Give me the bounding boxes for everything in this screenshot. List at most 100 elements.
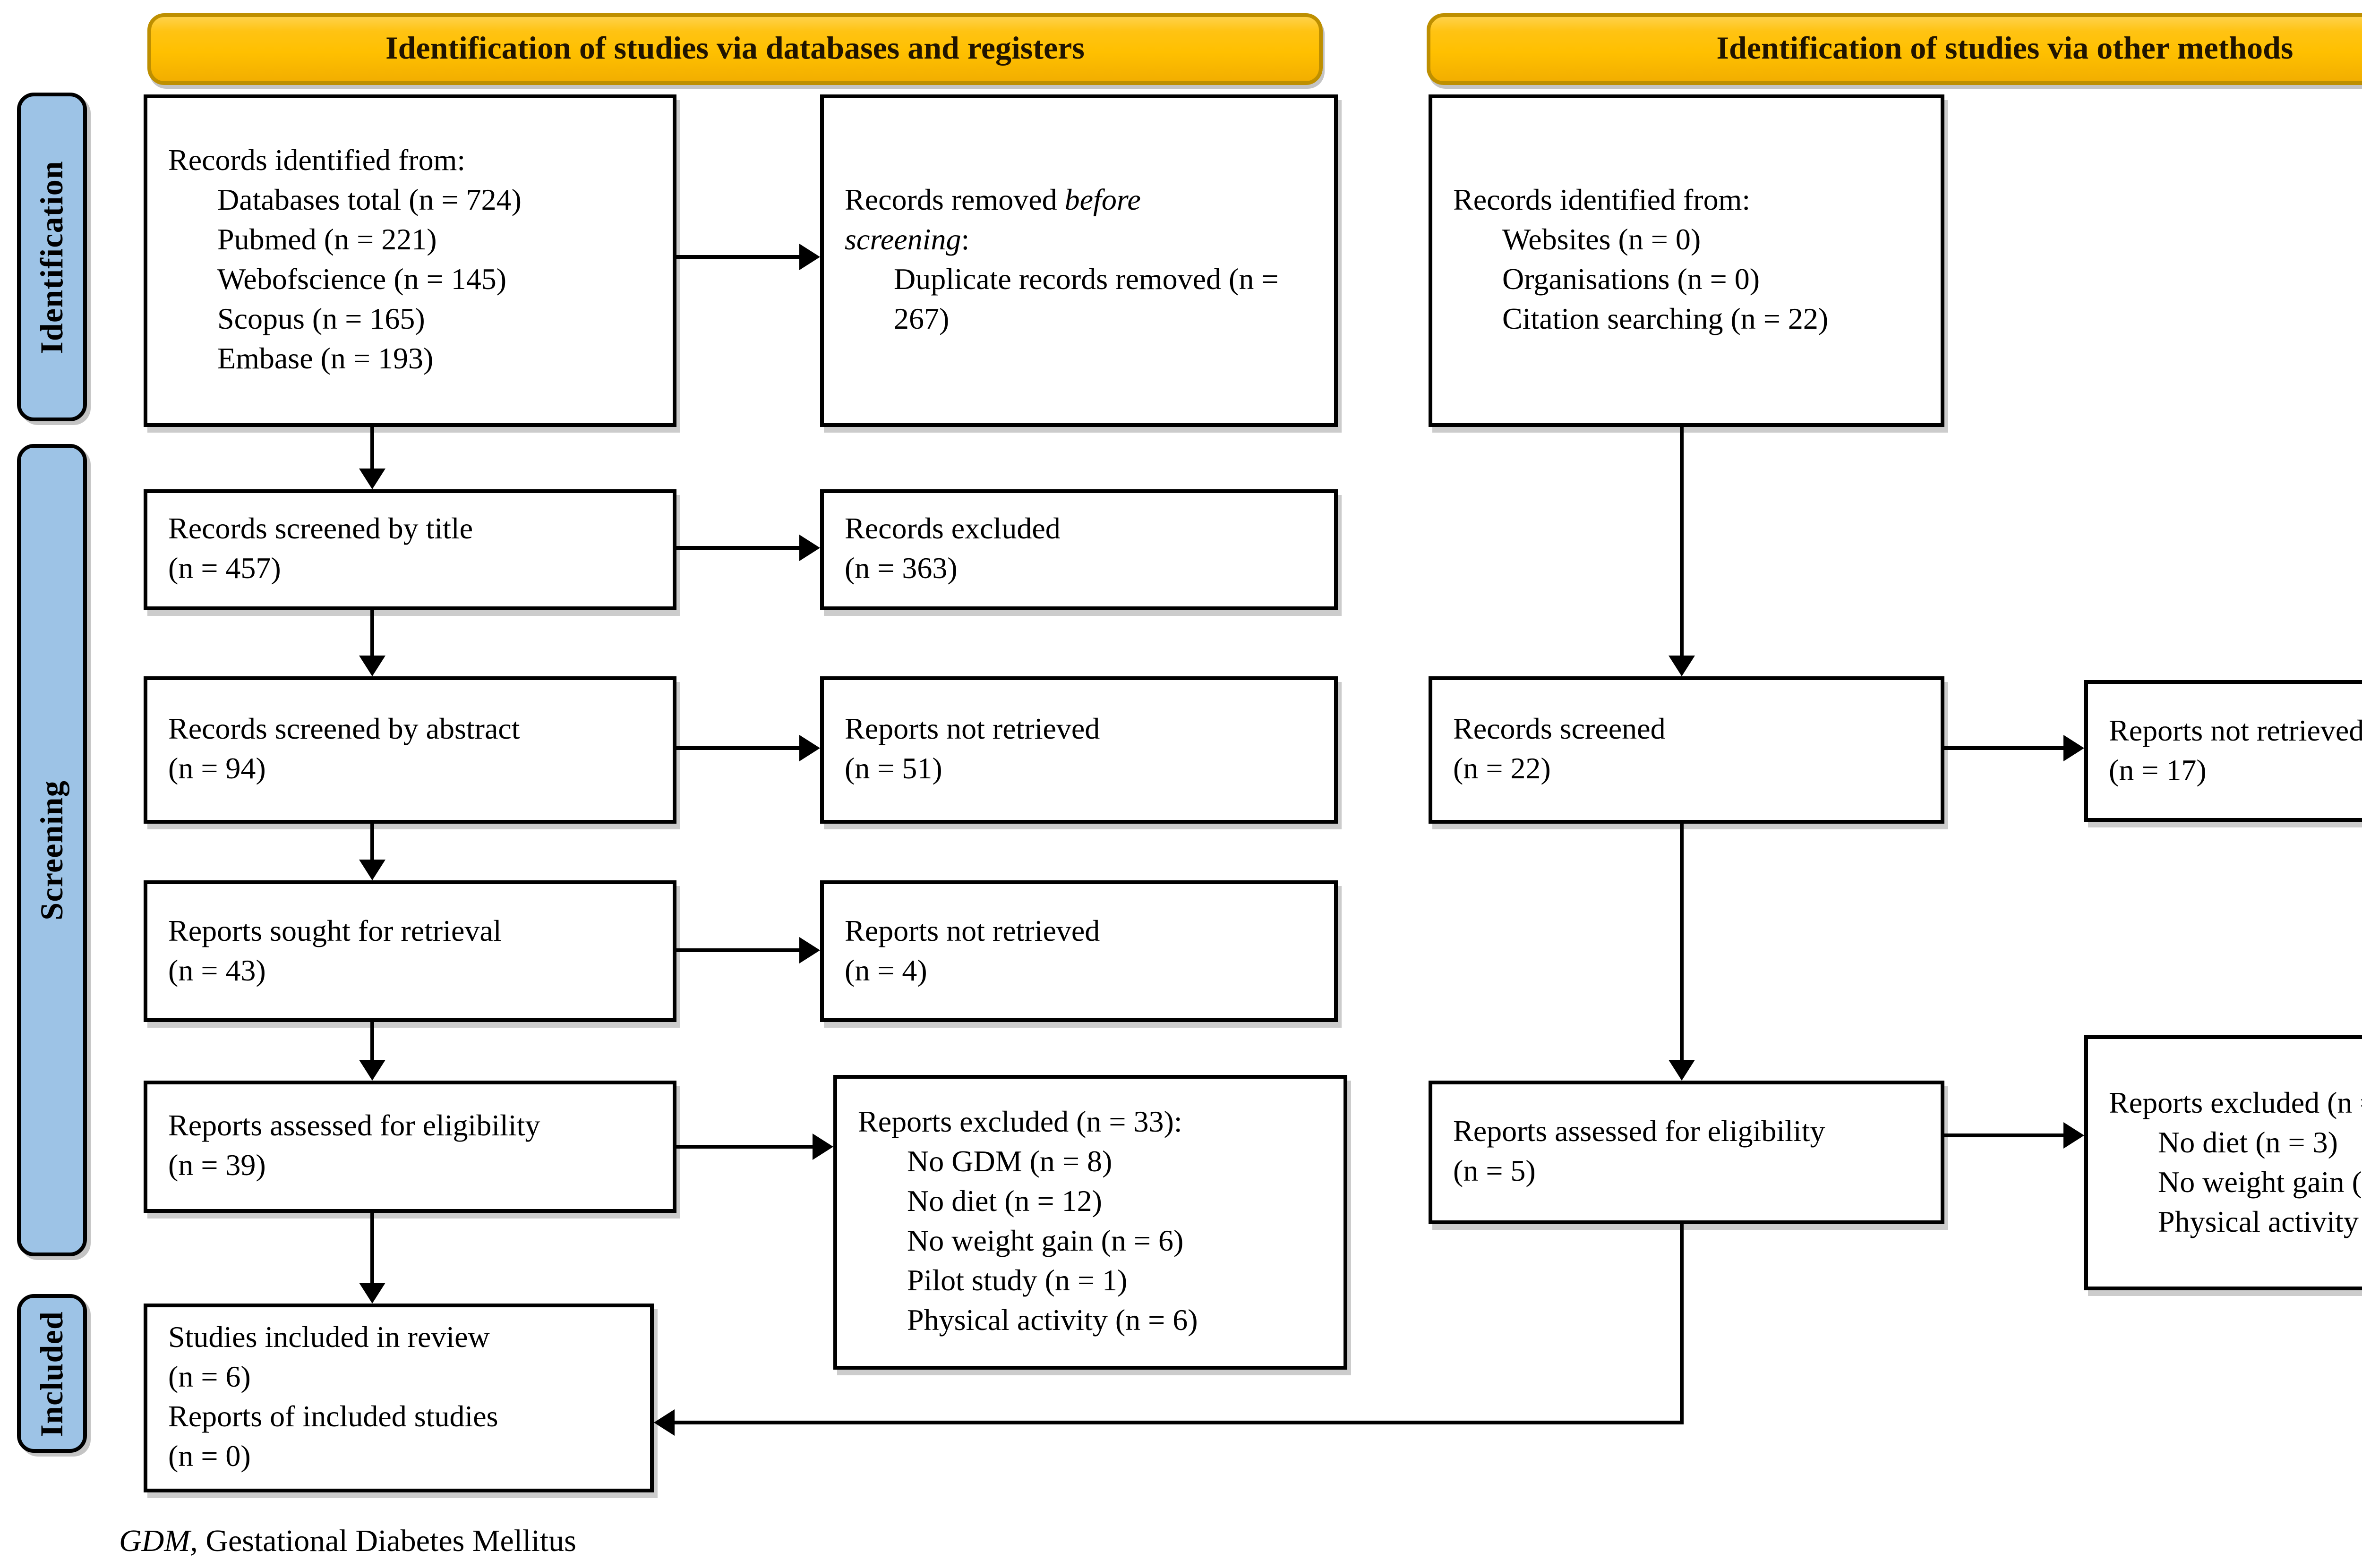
- arrowhead-identified-to-removed: [799, 244, 820, 270]
- arrowhead-title-to-excluded: [799, 535, 820, 561]
- other-screened-count: (n = 22): [1453, 754, 1551, 786]
- other-excluded-title: Reports excluded (n = 5):: [2109, 1087, 2362, 1119]
- box-not-retrieved-4: Reports not retrieved (n = 4): [820, 880, 1338, 1022]
- db-item-databases-total: Databases total (n = 724): [217, 185, 522, 217]
- not-retrieved-4-line1: Reports not retrieved: [845, 915, 1100, 947]
- excluded-33-no-diet: No diet (n = 12): [907, 1186, 1102, 1219]
- assessed-39-count: (n = 39): [168, 1150, 266, 1183]
- arrowhead-elbow-to-included: [654, 1409, 675, 1436]
- screened-abstract-count: (n = 94): [168, 754, 266, 786]
- arrowhead-assessed-to-excluded33: [813, 1133, 833, 1160]
- included-count1: (n = 6): [168, 1362, 251, 1394]
- stage-label-included: Included: [17, 1294, 87, 1453]
- sought-retrieval-count: (n = 43): [168, 955, 266, 987]
- included-count2: (n = 0): [168, 1441, 251, 1474]
- arrowhead-otherscreened-to-notretrieved17: [2063, 735, 2084, 761]
- banner-other-methods: Identification of studies via other meth…: [1427, 13, 2362, 85]
- other-excluded-no-diet: No diet (n = 3): [2158, 1127, 2338, 1159]
- footnote-abbr: GDM,: [119, 1523, 198, 1559]
- connector-assessed-to-excluded33: [676, 1145, 813, 1149]
- connector-abstract-to-sought: [370, 824, 374, 860]
- banner-databases-registers: Identification of studies via databases …: [147, 13, 1323, 85]
- box-not-retrieved-51: Reports not retrieved (n = 51): [820, 676, 1338, 824]
- box-other-records-screened: Records screened (n = 22): [1429, 676, 1944, 824]
- connector-identified-to-title: [370, 427, 374, 470]
- connector-title-to-abstract: [370, 610, 374, 656]
- db-item-scopus: Scopus (n = 165): [217, 304, 425, 336]
- other-not-retrieved-line1: Reports not retrieved: [2109, 715, 2362, 747]
- other-identified-title: Records identified from:: [1453, 185, 1751, 217]
- connector-abstract-to-notretrieved51: [676, 746, 801, 750]
- not-retrieved-51-count: (n = 51): [845, 754, 942, 786]
- connector-assessed5-to-excluded5: [1944, 1133, 2063, 1137]
- assessed-39-line1: Reports assessed for eligibility: [168, 1111, 540, 1143]
- stage-label-screening: Screening: [17, 444, 87, 1256]
- arrowhead-identified-to-title: [359, 469, 385, 489]
- arrowhead-sought-to-assessed: [359, 1060, 385, 1081]
- stage-label-identification: Identification: [17, 93, 87, 421]
- included-label: Included: [33, 1310, 69, 1437]
- screened-title-count: (n = 457): [168, 554, 281, 586]
- included-line1: Studies included in review: [168, 1322, 490, 1355]
- other-assessed-count: (n = 5): [1453, 1156, 1536, 1188]
- banner-databases-label: Identification of studies via databases …: [385, 30, 1085, 66]
- db-item-webofscience: Webofscience (n = 145): [217, 264, 507, 297]
- db-identified-title: Records identified from:: [168, 145, 466, 178]
- db-item-pubmed: Pubmed (n = 221): [217, 225, 437, 257]
- footnote-text: Gestational Diabetes Mellitus: [197, 1523, 576, 1559]
- connector-otherscreened-to-assessed5: [1680, 824, 1684, 1060]
- other-excluded-no-weight-gain: No weight gain (n = 1): [2158, 1167, 2362, 1199]
- other-item-citation-searching: Citation searching (n = 22): [1502, 304, 1829, 336]
- records-excluded-count: (n = 363): [845, 554, 958, 586]
- other-excluded-physical-activity: Physical activity (n = 1): [2158, 1206, 2362, 1238]
- screening-label: Screening: [33, 780, 69, 920]
- screened-abstract-line1: Records screened by abstract: [168, 714, 520, 746]
- arrowhead-title-to-abstract: [359, 656, 385, 676]
- box-sought-retrieval: Reports sought for retrieval (n = 43): [144, 880, 676, 1022]
- db-item-embase: Embase (n = 193): [217, 344, 434, 376]
- arrowhead-abstract-to-sought: [359, 860, 385, 880]
- box-assessed-eligibility-39: Reports assessed for eligibility (n = 39…: [144, 1081, 676, 1213]
- other-screened-line1: Records screened: [1453, 714, 1666, 746]
- removed-before-colon: :: [961, 225, 970, 257]
- box-other-excluded-5: Reports excluded (n = 5): No diet (n = 3…: [2084, 1035, 2362, 1290]
- arrowhead-sought-to-notretrieved4: [799, 937, 820, 963]
- connector-assessed5-elbow-vertical: [1680, 1224, 1684, 1424]
- records-excluded-line1: Records excluded: [845, 514, 1061, 546]
- excluded-33-pilot-study: Pilot study (n = 1): [907, 1266, 1128, 1298]
- excluded-33-title: Reports excluded (n = 33):: [858, 1107, 1182, 1139]
- connector-title-to-excluded: [676, 546, 801, 550]
- connector-sought-to-assessed: [370, 1022, 374, 1060]
- other-assessed-line1: Reports assessed for eligibility: [1453, 1116, 1825, 1149]
- connector-identified-to-removed: [676, 255, 801, 259]
- box-other-assessed-5: Reports assessed for eligibility (n = 5): [1429, 1081, 1944, 1224]
- other-not-retrieved-count: (n = 17): [2109, 755, 2207, 787]
- connector-assessed5-elbow-horizontal: [675, 1421, 1684, 1424]
- box-records-identified-databases: Records identified from: Databases total…: [144, 94, 676, 427]
- removed-item-duplicates: Duplicate records removed (n = 267): [894, 264, 1279, 336]
- arrowhead-assessed-to-included: [359, 1283, 385, 1304]
- other-item-organisations: Organisations (n = 0): [1502, 264, 1760, 297]
- box-records-identified-other: Records identified from: Websites (n = 0…: [1429, 94, 1944, 427]
- other-item-websites: Websites (n = 0): [1502, 225, 1701, 257]
- footnote-gdm: GDM, Gestational Diabetes Mellitus: [119, 1521, 576, 1560]
- connector-otherscreened-to-notretrieved17: [1944, 746, 2063, 750]
- box-studies-included: Studies included in review (n = 6) Repor…: [144, 1304, 654, 1492]
- excluded-33-no-gdm: No GDM (n = 8): [907, 1147, 1113, 1179]
- box-records-excluded: Records excluded (n = 363): [820, 489, 1338, 610]
- removed-before-pre: Records removed: [845, 185, 1065, 217]
- arrowhead-abstract-to-notretrieved51: [799, 735, 820, 761]
- removed-before-title: Records removed before screening:: [845, 181, 1196, 261]
- removed-before-italic: before screening: [845, 185, 1141, 257]
- sought-retrieval-line1: Reports sought for retrieval: [168, 915, 502, 947]
- not-retrieved-4-count: (n = 4): [845, 955, 927, 987]
- screened-title-line1: Records screened by title: [168, 514, 473, 546]
- not-retrieved-51-line1: Reports not retrieved: [845, 714, 1100, 746]
- excluded-33-physical-activity: Physical activity (n = 6): [907, 1305, 1198, 1338]
- included-line2: Reports of included studies: [168, 1402, 498, 1434]
- connector-assessed-to-included: [370, 1213, 374, 1283]
- box-reports-excluded-33: Reports excluded (n = 33): No GDM (n = 8…: [833, 1075, 1347, 1370]
- arrowhead-otheridentified-to-screened: [1669, 656, 1695, 676]
- identification-label: Identification: [33, 160, 69, 354]
